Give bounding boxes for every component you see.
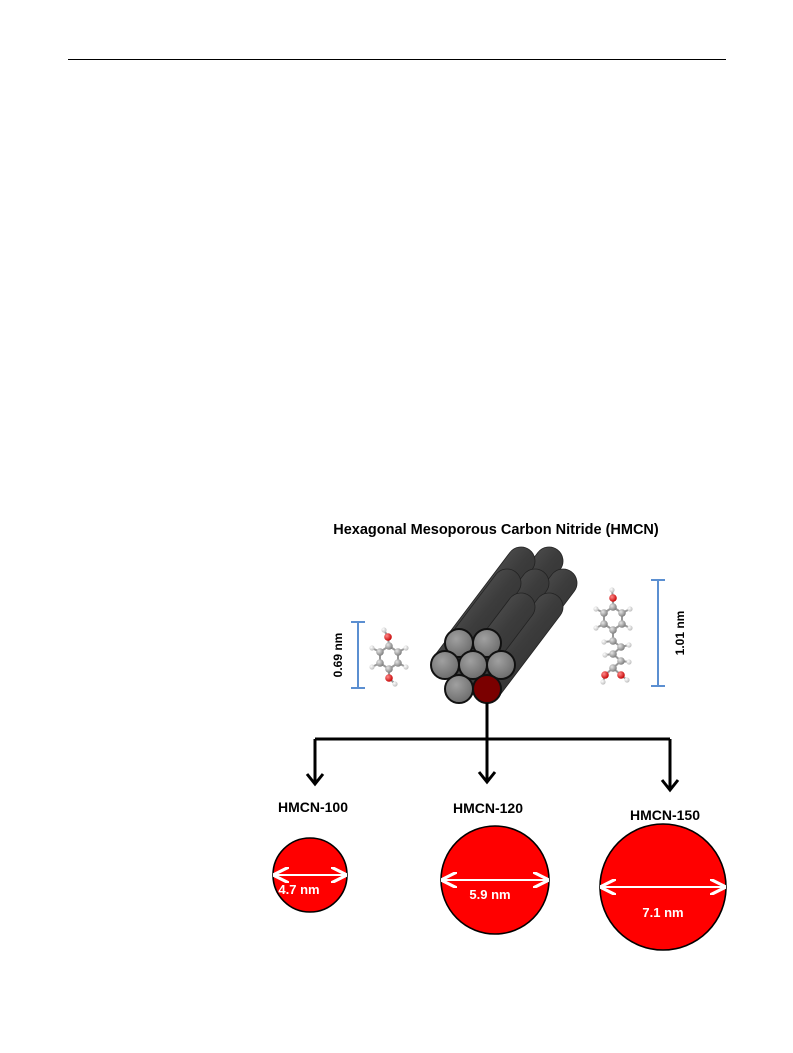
oxygen-atom <box>384 633 392 641</box>
hydrogen-atom <box>602 652 608 658</box>
hydrogen-atom <box>593 625 599 631</box>
tube-face <box>486 650 516 680</box>
hydrogen-atom <box>369 664 375 670</box>
carbon-atom <box>609 603 617 611</box>
carbon-atom <box>609 637 617 645</box>
hydrogen-atom <box>369 645 375 651</box>
carbon-atom <box>394 648 402 656</box>
branch-arrows <box>305 703 680 793</box>
carbon-atom <box>600 609 608 617</box>
diameter-arrows <box>275 875 724 887</box>
carbon-atom <box>609 650 617 658</box>
hydrogen-atom <box>593 606 599 612</box>
sample-label-hmcn-100: HMCN-100 <box>278 799 348 815</box>
tube-face-highlighted <box>472 674 502 704</box>
hydrogen-atom <box>392 681 398 687</box>
carbon-atom <box>609 626 617 634</box>
carbon-atom <box>617 657 625 665</box>
right-molecule <box>593 579 665 687</box>
oxygen-atom <box>385 674 393 682</box>
left-molecule-size-label: 0.69 nm <box>331 633 345 678</box>
figure-title: Hexagonal Mesoporous Carbon Nitride (HMC… <box>333 522 659 538</box>
hydrogen-atom <box>403 664 409 670</box>
carbon-atom <box>376 659 384 667</box>
tube-bundle <box>430 546 578 704</box>
carbon-atom <box>385 665 393 673</box>
oxygen-atom <box>609 594 617 602</box>
oxygen-atom <box>617 671 625 679</box>
hydrogen-atom <box>609 587 615 593</box>
hydrogen-atom <box>403 645 409 651</box>
hydrogen-atom <box>627 625 633 631</box>
hydrogen-atom <box>624 677 630 683</box>
left-molecule <box>351 621 409 689</box>
hydrogen-atom <box>626 659 632 665</box>
hydrogen-atom <box>381 627 387 633</box>
hydrogen-atom <box>601 639 607 645</box>
tube-face <box>472 628 502 658</box>
pore-size-label-hmcn-150: 7.1 nm <box>642 905 683 920</box>
sample-label-hmcn-120: HMCN-120 <box>453 800 523 816</box>
carbon-atom <box>385 642 393 650</box>
pore-size-label-hmcn-100: 4.7 nm <box>278 882 319 897</box>
carbon-atom <box>618 620 626 628</box>
hydrogen-atom <box>626 642 632 648</box>
right-molecule-size-label: 1.01 nm <box>673 611 687 656</box>
carbon-atom <box>618 609 626 617</box>
carbon-atom <box>376 648 384 656</box>
hydrogen-atom <box>627 606 633 612</box>
carbon-atom <box>609 664 617 672</box>
hydrogen-atom <box>600 679 606 685</box>
sample-label-hmcn-150: HMCN-150 <box>630 807 700 823</box>
tube-face <box>444 674 474 704</box>
oxygen-atom <box>601 671 609 679</box>
carbon-atom <box>617 643 625 651</box>
carbon-atom <box>394 659 402 667</box>
header-rule <box>68 59 726 60</box>
carbon-atom <box>600 620 608 628</box>
pore-size-label-hmcn-120: 5.9 nm <box>469 887 510 902</box>
